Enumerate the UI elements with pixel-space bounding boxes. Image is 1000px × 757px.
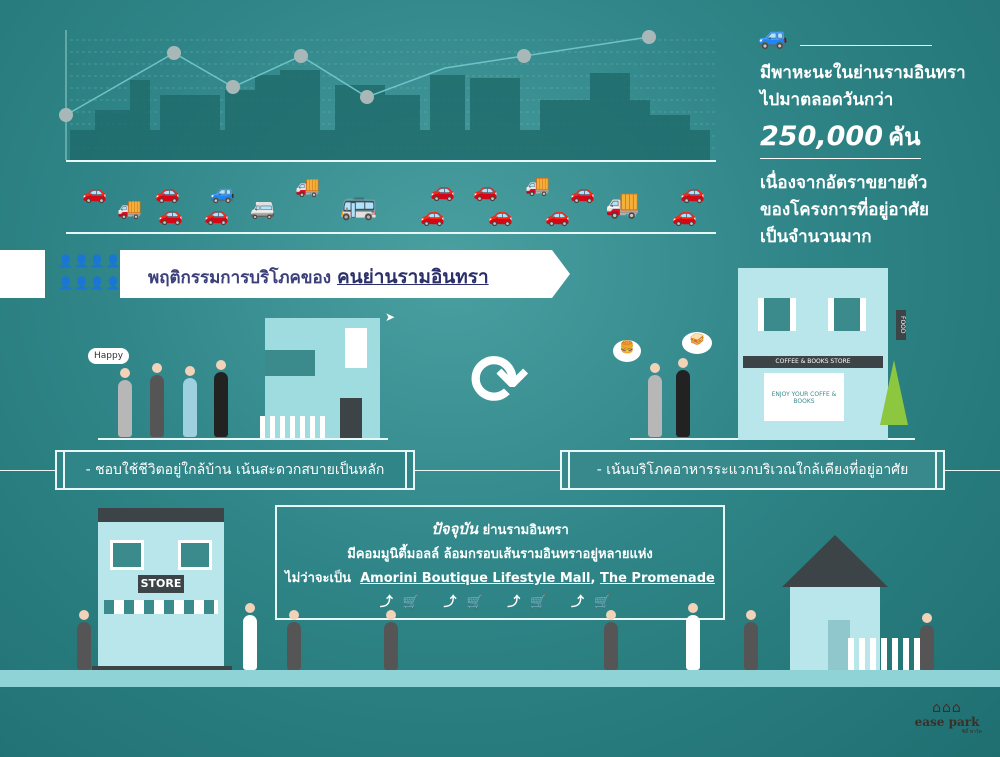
stats-line2: ไปมาตลอดวันกว่า [760,90,894,110]
right-behavior-box: - เน้นบริโภคอาหารระแวกบริเวณใกล้เคียงที่… [560,450,945,490]
pedestrian [77,610,91,670]
food-sign: FOOD [896,310,906,340]
shop-sign: COFFEE & BOOKS STORE [743,356,883,368]
ease-park-logo: ⌂⌂⌂ ease park ซิตี้ พาร์ค [912,700,982,736]
pedestrian [604,610,618,670]
jeep-icon: 🚙 [758,22,788,50]
trend-line [65,36,650,116]
logo-icon: ⌂⌂⌂ [932,700,962,716]
stats-line5: เป็นจำนวนมาก [760,227,872,247]
center-line3: ไม่ว่าจะเป็น Amorini Boutique Lifestyle … [285,571,715,586]
trend-point [642,30,656,44]
stats-line1: มีพาหะนะในย่านรามอินทรา [760,63,966,83]
person [676,358,690,437]
banner-title: พฤติกรรมการบริโภคของ คนย่านรามอินทรา [148,262,489,292]
tree-icon [880,360,908,425]
ground-strip [0,670,1000,687]
banner-highlight: คนย่านรามอินทรา [336,266,489,288]
trend-point [167,46,181,60]
banner-left-block [0,250,45,298]
mall-promenade: The Promenade [599,571,715,586]
trend-point [360,90,374,104]
ground-line [98,438,388,440]
trend-point [59,108,73,122]
pedestrian [920,613,934,670]
divider [66,232,716,234]
center-line1: ปัจจุบัน ย่านรามอินทรา [277,517,723,543]
banner [120,250,570,298]
logo-name: ease park [914,715,980,729]
paper-plane-icon: ➤ [385,310,396,324]
trend-point [226,80,240,94]
store-sign: STORE [138,575,184,593]
person [214,360,228,437]
count-number: 250,000 [760,121,883,152]
person [648,363,662,437]
home-roof [782,535,888,587]
coffee-books-shop: COFFEE & BOOKS STORE ENJOY YOUR COFFE & … [738,268,888,440]
pedestrian [243,603,257,670]
shop-window-text: ENJOY YOUR COFFE & BOOKS [764,373,844,421]
vehicle-count: 250,000 คัน [760,117,921,159]
left-behavior-text: - ชอบใช้ชีวิตอยู่ใกล้บ้าน เน้นสะดวกสบายเ… [63,452,407,488]
banner-title-text: พฤติกรรมการบริโภคของ [148,268,332,288]
traffic-trend-illustration [59,30,715,160]
pedestrian [287,610,301,670]
center-title-rest: ย่านรามอินทรา [482,523,569,538]
right-behavior-text: - เน้นบริโภคอาหารระแวกบริเวณใกล้เคียงที่… [568,452,937,488]
divider [800,45,932,46]
stats-line3: เนื่องจากอัตราขยายตัว [760,173,928,193]
burger-bubble: 🍔 [613,340,641,362]
people-icon: 👤👤👤👤👤👤👤👤 [58,254,122,290]
trend-point [294,49,308,63]
center-line2: มีคอมมูนิตี้มอลล์ ล้อมกรอบเส้นรามอินทราอ… [347,547,653,562]
community-mall-box: ปัจจุบัน ย่านรามอินทรา มีคอมมูนิตี้มอลล์… [275,505,725,620]
escalator-cart-icons: ⤴🛒 ⤴🛒 ⤴🛒 ⤴🛒 [379,595,621,610]
person [118,368,132,437]
person [183,366,197,437]
divider [66,160,716,162]
logo-sub: ซิตี้ พาร์ค [961,729,982,735]
speech-bubble: Happy [88,348,130,364]
trend-point [517,49,531,63]
count-unit: คัน [888,123,921,151]
pedestrian [384,610,398,670]
refresh-icon: ⟳ [470,339,529,421]
city-skyline [70,70,710,160]
sandwich-bubble: 🥪 [682,332,712,354]
person [150,363,164,437]
center-line3-prefix: ไม่ว่าจะเป็น [285,571,352,586]
mall-amorini: Amorini Boutique Lifestyle Mall [360,571,591,586]
house-illustration [260,318,380,438]
fence [848,638,920,670]
pedestrian [744,610,758,670]
store-building: STORE [92,508,232,672]
connector-line [0,470,1000,471]
pedestrian [686,603,700,670]
stats-line4: ของโครงการที่อยู่อาศัย [760,200,929,220]
left-behavior-box: - ชอบใช้ชีวิตอยู่ใกล้บ้าน เน้นสะดวกสบายเ… [55,450,415,490]
center-title-em: ปัจจุบัน [431,520,479,538]
